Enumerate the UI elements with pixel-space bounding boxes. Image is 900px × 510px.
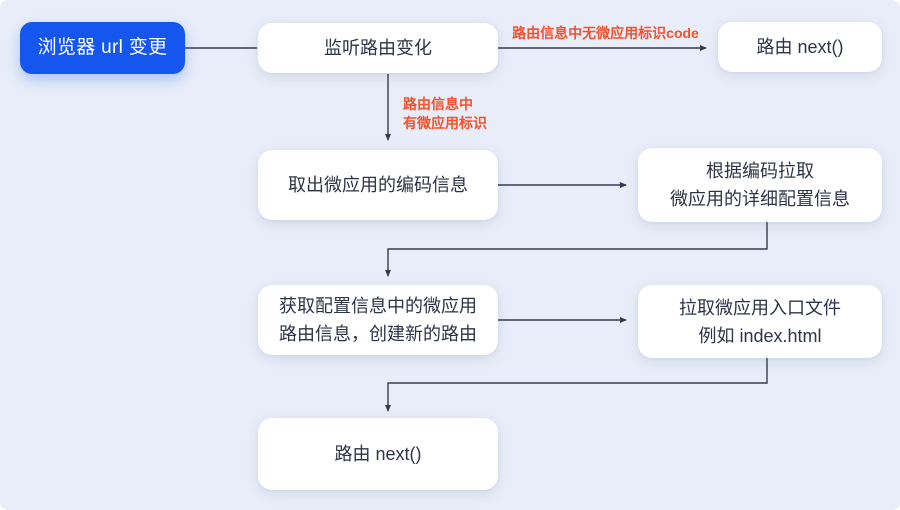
connector-fetch-config-to-create-route (385, 222, 768, 277)
node-label-line1: 获取配置信息中的微应用 (279, 296, 477, 316)
node-label-line1: 拉取微应用入口文件 (679, 297, 841, 318)
edge-label-line1: 路由信息中 (403, 96, 473, 112)
node-fetch-config-by-code: 根据编码拉取 微应用的详细配置信息 (638, 148, 882, 222)
edge-label-no-micro-app-code: 路由信息中无微应用标识code (512, 25, 699, 41)
node-route-next-top: 路由 next() (718, 22, 882, 72)
node-extract-micro-app-code: 取出微应用的编码信息 (258, 150, 498, 220)
node-label-line2: 路由信息，创建新的路由 (279, 324, 477, 344)
node-label-line2: 例如 index.html (698, 325, 822, 346)
node-label: 取出微应用的编码信息 (288, 175, 468, 195)
node-listen-route-change: 监听路由变化 (258, 23, 498, 73)
node-label: 路由 next() (334, 444, 422, 464)
node-fetch-entry-file: 拉取微应用入口文件 例如 index.html (638, 285, 882, 358)
edge-label-has-micro-app: 路由信息中 有微应用标识 (403, 95, 487, 133)
node-label-line2: 微应用的详细配置信息 (670, 189, 850, 209)
node-label: 路由 next() (756, 37, 844, 57)
node-create-new-route: 获取配置信息中的微应用 路由信息，创建新的路由 (258, 285, 498, 355)
edge-label-line2: 有微应用标识 (403, 115, 487, 131)
node-browser-url-change: 浏览器 url 变更 (20, 22, 185, 74)
node-label-line1: 根据编码拉取 (706, 161, 814, 181)
node-route-next-bottom: 路由 next() (258, 418, 498, 490)
connector-fetch-entry-to-route-next (385, 358, 768, 412)
node-label: 浏览器 url 变更 (37, 37, 168, 58)
node-label: 监听路由变化 (324, 38, 432, 58)
